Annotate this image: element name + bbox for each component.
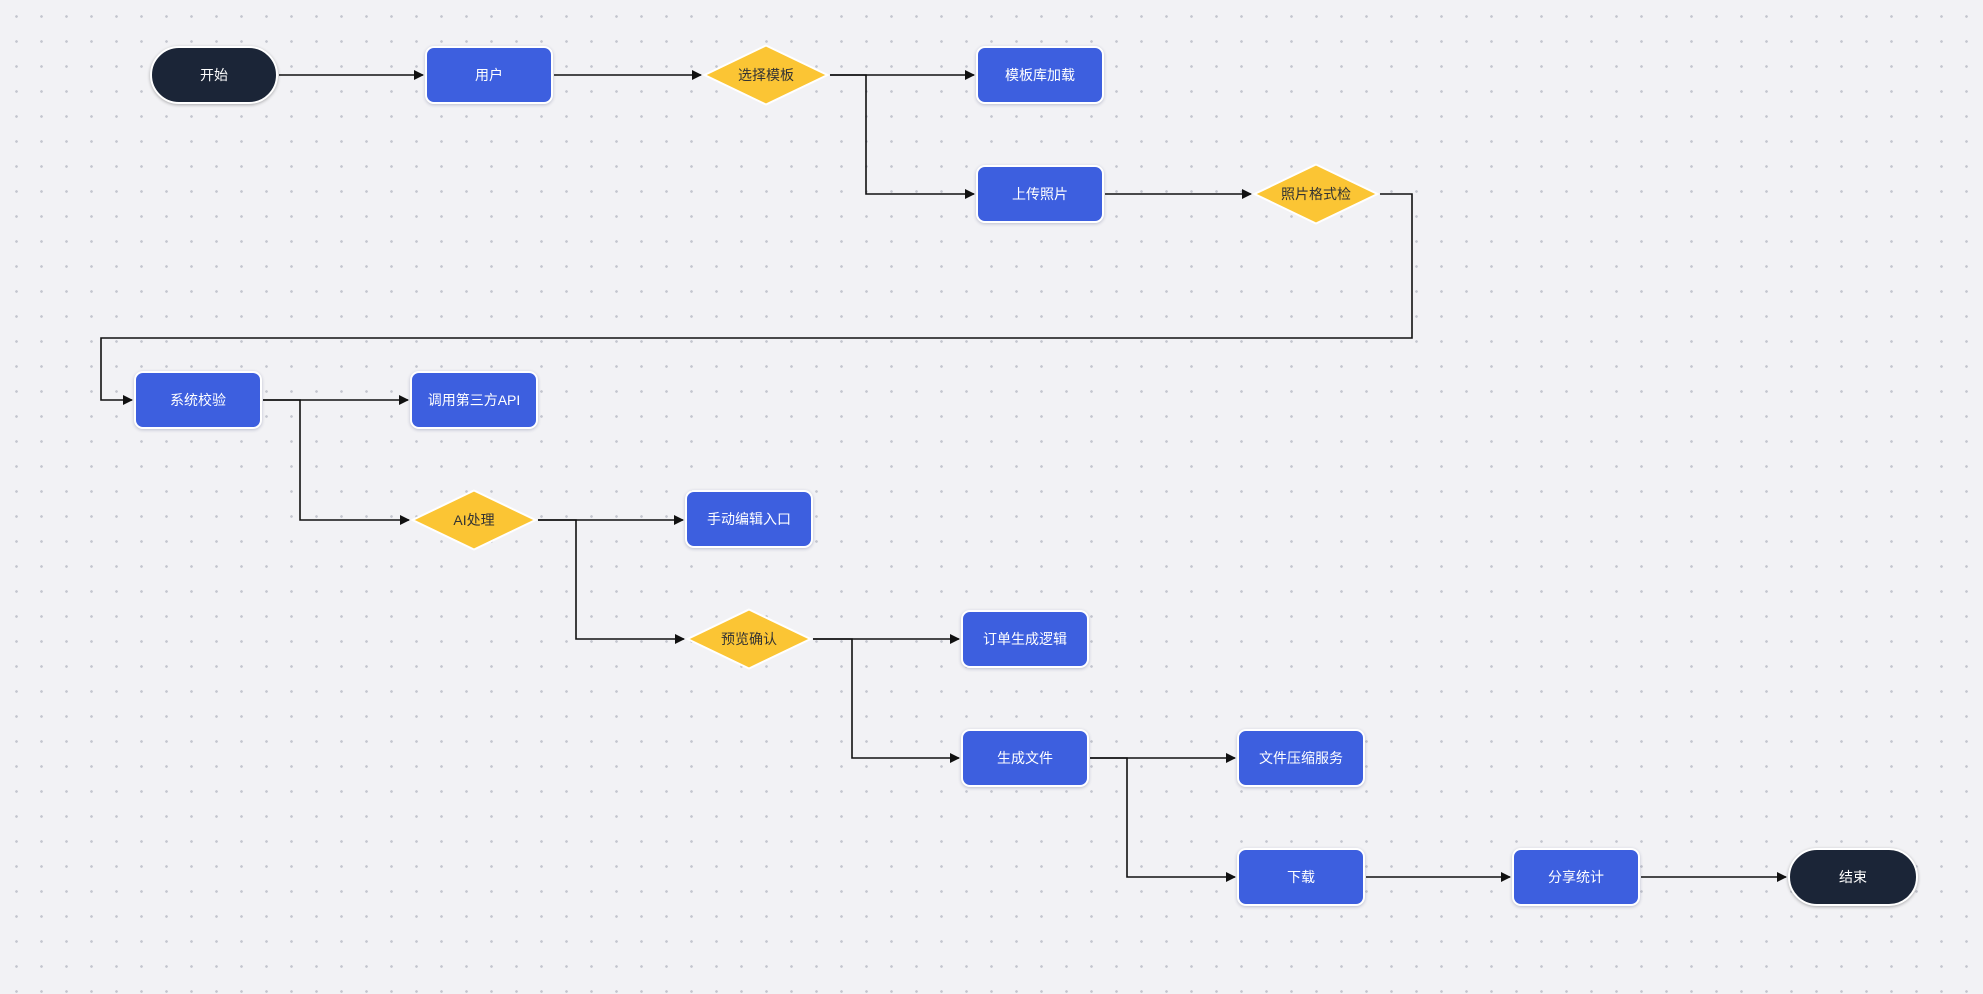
node-gen-file-label: 生成文件 (997, 750, 1053, 766)
node-template-load-label: 模板库加载 (1005, 67, 1075, 83)
node-ai-process[interactable]: AI处理 (411, 489, 537, 551)
node-upload-photo[interactable]: 上传照片 (976, 165, 1104, 223)
node-download-label: 下载 (1287, 869, 1315, 885)
node-select-template-label: 选择模板 (738, 67, 794, 83)
node-photo-format-check-label: 照片格式检测 (1281, 186, 1351, 202)
node-share-stats[interactable]: 分享统计 (1512, 848, 1640, 906)
edge-system_verify-to-ai_process (263, 399, 410, 525)
node-user-label: 用户 (475, 67, 503, 83)
edge-photo_format_check-to-system_verify (100, 193, 1413, 405)
decision-diamond-shape (411, 489, 537, 551)
node-order-logic[interactable]: 订单生成逻辑 (961, 610, 1089, 668)
node-system-verify-label: 系统校验 (170, 392, 226, 408)
edge-select_template-to-upload_photo (830, 74, 975, 199)
node-end-label: 结束 (1839, 869, 1867, 885)
edge-preview_confirm-to-gen_file (813, 638, 960, 763)
decision-diamond-shape (703, 44, 829, 106)
node-select-template[interactable]: 选择模板 (703, 44, 829, 106)
decision-diamond-shape (1253, 163, 1379, 225)
node-preview-confirm[interactable]: 预览确认 (686, 608, 812, 670)
node-ai-process-label: AI处理 (453, 512, 495, 528)
node-template-load[interactable]: 模板库加载 (976, 46, 1104, 104)
node-call-api[interactable]: 调用第三方API (410, 371, 538, 429)
node-manual-edit[interactable]: 手动编辑入口 (685, 490, 813, 548)
node-upload-photo-label: 上传照片 (1012, 186, 1068, 202)
decision-diamond-shape (686, 608, 812, 670)
node-download[interactable]: 下载 (1237, 848, 1365, 906)
node-call-api-label: 调用第三方API (427, 392, 521, 408)
node-file-compress-label: 文件压缩服务 (1259, 750, 1343, 766)
node-manual-edit-label: 手动编辑入口 (707, 511, 791, 527)
node-share-stats-label: 分享统计 (1548, 869, 1604, 885)
node-order-logic-label: 订单生成逻辑 (983, 631, 1067, 647)
node-photo-format-check[interactable]: 照片格式检测 (1253, 163, 1379, 225)
edge-gen_file-to-download (1090, 757, 1236, 882)
node-user[interactable]: 用户 (425, 46, 553, 104)
node-file-compress[interactable]: 文件压缩服务 (1237, 729, 1365, 787)
node-start[interactable]: 开始 (150, 46, 278, 104)
node-preview-confirm-label: 预览确认 (721, 631, 777, 647)
node-start-label: 开始 (200, 67, 228, 83)
edge-ai_process-to-preview_confirm (538, 519, 685, 644)
node-gen-file[interactable]: 生成文件 (961, 729, 1089, 787)
node-end[interactable]: 结束 (1788, 848, 1918, 906)
node-system-verify[interactable]: 系统校验 (134, 371, 262, 429)
